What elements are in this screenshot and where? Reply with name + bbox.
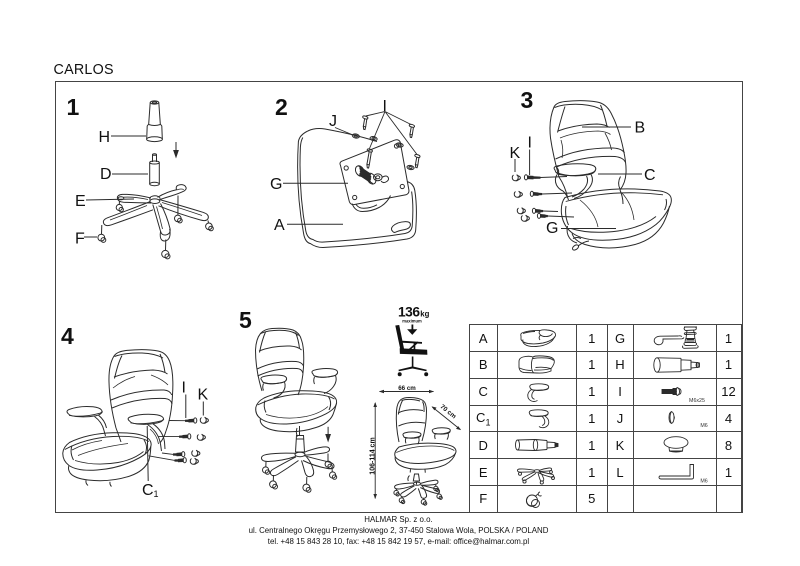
svg-text:A: A <box>274 217 285 234</box>
svg-text:M6: M6 <box>700 479 707 485</box>
svg-text:D: D <box>100 166 112 183</box>
svg-text:E: E <box>75 193 86 210</box>
svg-text:1: 1 <box>154 489 159 499</box>
svg-text:I: I <box>383 98 387 115</box>
svg-text:B: B <box>635 120 646 137</box>
svg-text:C: C <box>142 482 154 499</box>
svg-text:kg: kg <box>420 309 429 318</box>
svg-text:G: G <box>546 220 558 237</box>
svg-text:J: J <box>329 113 337 130</box>
svg-text:F: F <box>75 231 85 248</box>
svg-text:M6x25: M6x25 <box>689 398 705 404</box>
svg-text:C: C <box>644 167 656 184</box>
svg-text:M6: M6 <box>700 423 707 429</box>
svg-text:66 cm: 66 cm <box>398 385 416 392</box>
svg-text:70 cm: 70 cm <box>439 403 458 420</box>
svg-text:I: I <box>182 380 186 397</box>
svg-text:H: H <box>99 129 111 146</box>
svg-text:G: G <box>270 176 282 193</box>
svg-text:maximum: maximum <box>402 319 422 324</box>
svg-text:136: 136 <box>398 305 420 320</box>
svg-text:I: I <box>528 135 532 152</box>
svg-text:106-114 cm: 106-114 cm <box>369 437 376 474</box>
svg-text:K: K <box>510 145 521 162</box>
svg-text:K: K <box>198 387 209 404</box>
